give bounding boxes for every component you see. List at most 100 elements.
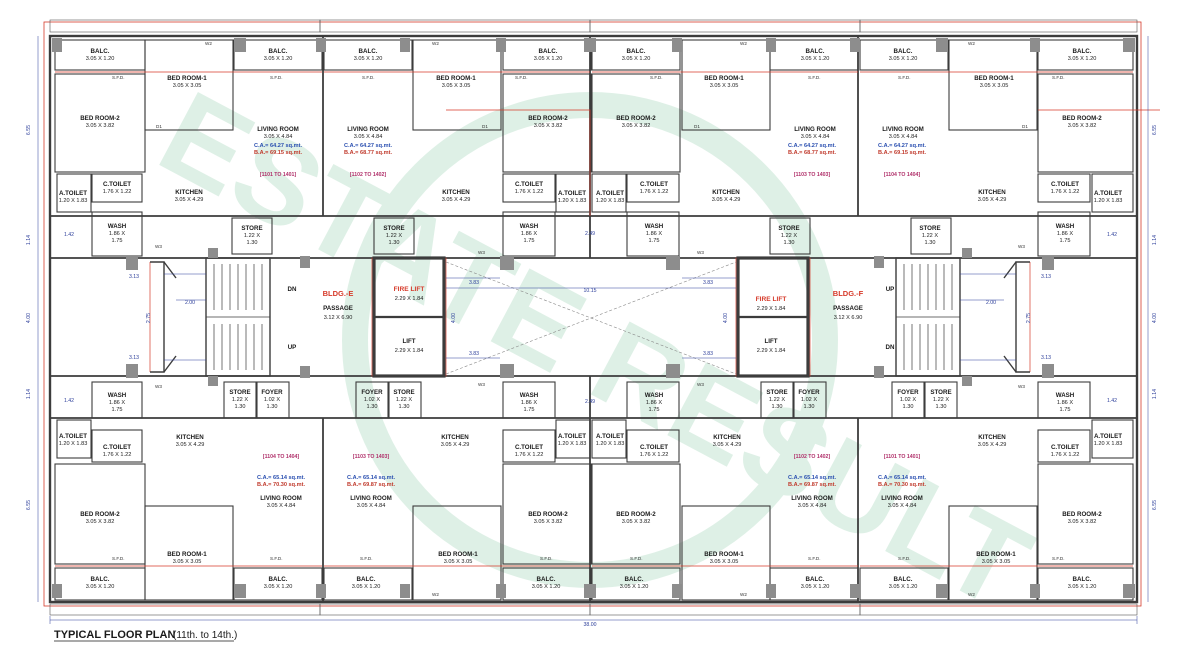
room-dim: 3.05 X 1.20 [532, 584, 561, 590]
room-name: BALC. [537, 576, 556, 583]
room-dim: 1.22 X [781, 233, 797, 239]
room-dim: 1.75 [524, 238, 535, 244]
room-dim: 1.86 X [521, 231, 537, 237]
built-area: B.A.= 69.87 sq.mt. [347, 482, 395, 488]
dimension-label: 2.49 [585, 399, 595, 405]
carpet-area: C.A.= 64.27 sq.mt. [344, 143, 392, 149]
room-dim: 3.05 X 4.84 [888, 503, 917, 509]
room-dim: 3.05 X 3.82 [86, 123, 115, 129]
room-dim: 1.20 X 1.83 [1094, 198, 1123, 204]
dimension-label: 3.13 [129, 355, 139, 361]
built-area: B.A.= 70.30 sq.mt. [257, 482, 305, 488]
room-name: BED ROOM-2 [1062, 115, 1102, 122]
passage-label: PASSAGE [323, 305, 353, 312]
room-dim: 1.22 X [769, 397, 785, 403]
built-area: B.A.= 68.77 sq.mt. [788, 150, 836, 156]
room-dim: 1.86 X [109, 231, 125, 237]
room-dim: 1.20 X 1.83 [558, 441, 587, 447]
staircase-right [895, 257, 961, 377]
room-dim: 3.05 X 1.20 [86, 56, 115, 62]
svg-text:S.F.D.: S.F.D. [515, 75, 528, 80]
svg-text:S.F.D.: S.F.D. [270, 75, 283, 80]
room-name: FOYER [897, 389, 919, 396]
dimension-label: 1.14 [1152, 235, 1158, 245]
svg-text:W3: W3 [478, 382, 485, 387]
room-name: C.TOILET [103, 181, 131, 188]
room-dim: 3.05 X 3.82 [534, 123, 563, 129]
room-name: A.TOILET [558, 190, 586, 197]
room-dim: 1.75 [112, 238, 123, 244]
passage-walls [150, 261, 1030, 373]
room-dim: 3.05 X 3.05 [982, 559, 1011, 565]
lift-dim: 2.29 X 1.84 [757, 348, 786, 354]
carpet-area: C.A.= 64.27 sq.mt. [788, 143, 836, 149]
room-name: BED ROOM-1 [167, 551, 207, 558]
room-dim: 3.05 X 3.05 [710, 83, 739, 89]
dimension-label: 3.83 [703, 351, 713, 357]
svg-text:S.F.D.: S.F.D. [1052, 556, 1065, 561]
dimension-label: 1.42 [1107, 398, 1117, 404]
svg-text:W3: W3 [1018, 384, 1025, 389]
dimension-label: 1.14 [26, 389, 32, 399]
room-dim: 3.05 X 4.29 [712, 197, 741, 203]
lift-dim: 2.29 X 1.84 [395, 348, 424, 354]
room-dim: 3.05 X 4.29 [441, 442, 470, 448]
dimension-label: 2.00 [185, 300, 195, 306]
svg-text:W3: W3 [155, 244, 162, 249]
room-dim: 1.75 [112, 407, 123, 413]
room-name: WASH [645, 223, 664, 230]
room-dim: 1.86 X [646, 231, 662, 237]
svg-text:W2: W2 [205, 41, 212, 46]
room-name: BED ROOM-1 [704, 75, 744, 82]
room-dim: 3.05 X 1.20 [889, 584, 918, 590]
room-dim: 3.05 X 1.20 [534, 56, 563, 62]
room-dim: 3.05 X 4.29 [442, 197, 471, 203]
room-name: A.TOILET [558, 433, 586, 440]
room-dim: 1.30 [804, 404, 815, 410]
fire-lift-dim: 2.29 X 1.84 [395, 296, 424, 302]
dimension-label: 6.55 [1152, 125, 1158, 135]
room-name: WASH [108, 223, 127, 230]
svg-text:W2: W2 [968, 41, 975, 46]
room-walls-bottom [54, 381, 1134, 601]
stair-up-label: UP [288, 344, 297, 351]
room-name: FOYER [261, 389, 283, 396]
room-dim: 3.05 X 3.05 [173, 559, 202, 565]
flat-number-range: [1104 TO 1404] [884, 172, 921, 178]
room-name: STORE [383, 225, 404, 232]
room-dim: 1.20 X 1.83 [59, 198, 88, 204]
room-name: BED ROOM-2 [1062, 511, 1102, 518]
svg-text:W3: W3 [697, 250, 704, 255]
room-dim: 3.05 X 3.82 [622, 519, 651, 525]
room-dim: 3.05 X 3.05 [173, 83, 202, 89]
room-dim: 1.76 X 1.22 [640, 452, 669, 458]
svg-text:W3: W3 [478, 250, 485, 255]
dimension-label: 2.49 [585, 231, 595, 237]
room-dim: 1.30 [247, 240, 258, 246]
dimension-label: 2.75 [146, 313, 152, 323]
room-name: BED ROOM-2 [616, 115, 656, 122]
room-name: A.TOILET [59, 190, 87, 197]
room-name: BED ROOM-1 [704, 551, 744, 558]
dimension-label: 38.00 [584, 622, 597, 628]
room-dim: 3.05 X 4.84 [354, 134, 383, 140]
room-name: LIVING ROOM [791, 495, 833, 502]
dimension-label: 2.75 [1026, 313, 1032, 323]
room-name: WASH [520, 223, 539, 230]
room-dim: 3.05 X 1.20 [354, 56, 383, 62]
room-dim: 1.76 X 1.22 [103, 452, 132, 458]
room-dim: 3.05 X 4.29 [978, 442, 1007, 448]
svg-text:W3: W3 [1018, 244, 1025, 249]
dimension-label: 1.42 [64, 398, 74, 404]
room-dim: 1.30 [389, 240, 400, 246]
room-name: WASH [1056, 392, 1075, 399]
room-name: BALC. [806, 48, 825, 55]
dimension-label: 6.55 [26, 125, 32, 135]
room-dim: 1.86 X [521, 400, 537, 406]
room-dim: 3.05 X 3.82 [86, 519, 115, 525]
room-dim: 1.22 X [386, 233, 402, 239]
flat-number-range: [1101 TO 1401] [884, 454, 921, 460]
room-name: FOYER [361, 389, 383, 396]
